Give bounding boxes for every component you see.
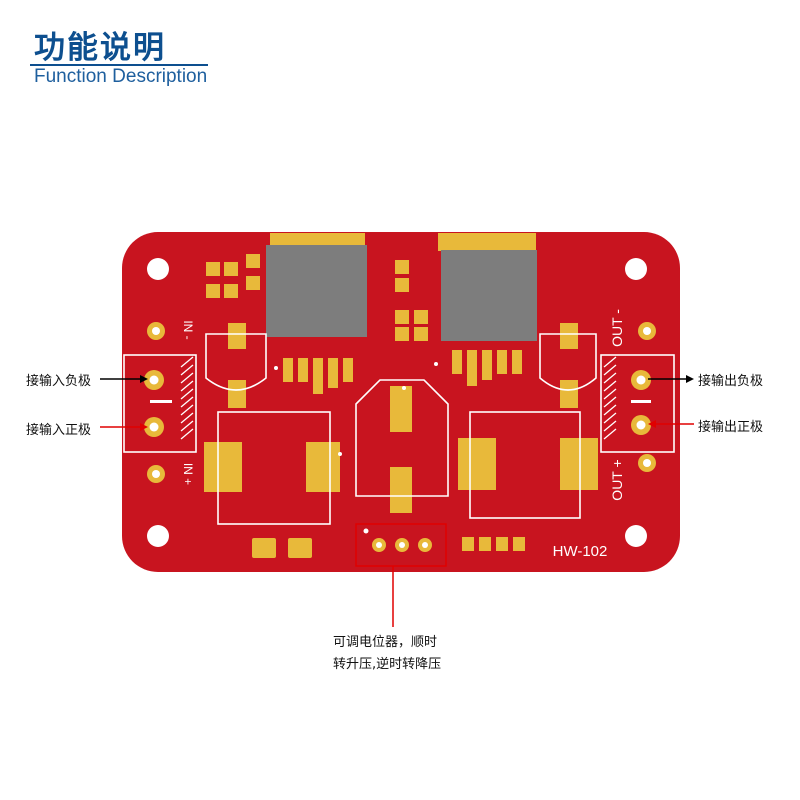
silk-bar [631, 400, 651, 403]
silk-in-negative: IN - [181, 320, 195, 339]
silk-bar [150, 400, 172, 403]
inductor-right [441, 250, 537, 341]
output-positive-arrow [648, 420, 694, 428]
silk-out-negative: OUT - [609, 309, 625, 347]
ic-pins-right [452, 350, 522, 386]
smd-pads [204, 254, 598, 551]
potentiometer-note-line2: 转升压,逆时转降压 [333, 657, 442, 672]
ic-pins-left [283, 358, 353, 394]
mounting-hole [625, 258, 647, 280]
smd-capacitor [288, 538, 312, 558]
inductor-left [266, 245, 367, 337]
terminal-hatch-right [603, 356, 617, 440]
potentiometer-note-line1: 可调电位器，顺时 [333, 635, 438, 650]
silk-out-positive: OUT + [609, 459, 625, 500]
mounting-hole [147, 258, 169, 280]
inductor-left-top [270, 233, 365, 247]
label-output-negative: 接输出负极 [698, 374, 764, 389]
mounting-holes [147, 258, 647, 547]
inductor-right-top [438, 233, 536, 251]
terminal-hatch-left [180, 356, 194, 440]
label-input-negative: 接输入负极 [26, 374, 92, 389]
page-subtitle: Function Description [34, 66, 208, 87]
mounting-hole [625, 525, 647, 547]
potentiometer-highlight-box [355, 523, 447, 567]
board-model: HW-102 [553, 543, 608, 560]
silkscreen-dots [274, 362, 438, 534]
input-positive-arrow [100, 423, 148, 431]
input-negative-arrow [100, 375, 148, 383]
title-divider [30, 64, 208, 66]
potentiometer-note: 可调电位器，顺时 转升压,逆时转降压 [333, 632, 441, 676]
output-negative-arrow [648, 375, 694, 383]
label-input-positive: 接输入正极 [26, 423, 92, 438]
smd-capacitor [252, 538, 276, 558]
through-hole-pads [144, 322, 656, 552]
mounting-hole [147, 525, 169, 547]
silk-in-positive: IN + [181, 463, 195, 485]
label-output-positive: 接输出正极 [698, 420, 764, 435]
page-title: 功能说明 [34, 30, 166, 66]
silkscreen-outlines [123, 333, 675, 525]
